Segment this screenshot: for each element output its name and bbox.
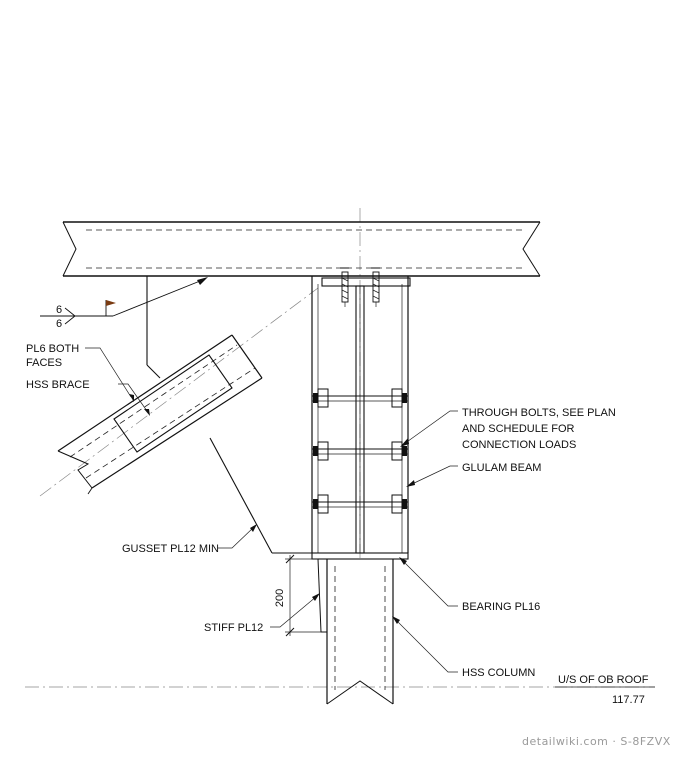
dimension-200-text: 200: [274, 589, 286, 607]
field-weld-flag-icon: [106, 300, 116, 306]
watermark: detailwiki.com · S-8FZVX: [522, 735, 671, 748]
label-bearing: BEARING PL16: [462, 601, 540, 613]
dimension-200: 200: [274, 554, 321, 637]
label-through-bolts-line1: THROUGH BOLTS, SEE PLAN: [462, 407, 616, 419]
weld-size-top: 6: [56, 304, 62, 316]
weld-symbol: 6 6: [40, 277, 208, 330]
label-roof-elevation: 117.77: [612, 694, 645, 706]
through-bolt-row-3: [312, 494, 408, 514]
label-stiff: STIFF PL12: [204, 622, 263, 634]
label-roof: U/S OF OB ROOF: [558, 674, 649, 686]
label-hss-brace: HSS BRACE: [26, 379, 90, 391]
roof-beam: [62, 221, 541, 277]
label-glulam-beam: GLULAM BEAM: [462, 462, 541, 474]
lag-screw-left: [340, 267, 349, 307]
labels: PL6 BOTH FACES HSS BRACE THROUGH BOLTS, …: [26, 343, 649, 706]
through-bolt-row-1: [312, 388, 408, 408]
label-pl6-line2: FACES: [26, 357, 62, 369]
through-bolt-row-2: [312, 441, 408, 461]
lag-screws: [340, 267, 380, 307]
label-through-bolts-line2: AND SCHEDULE FOR: [462, 423, 575, 435]
label-hss-column: HSS COLUMN: [462, 667, 535, 679]
hss-column: [317, 558, 394, 705]
label-gusset: GUSSET PL12 MIN: [122, 543, 219, 555]
label-pl6-line1: PL6 BOTH: [26, 343, 79, 355]
gusset-plate: [146, 276, 312, 554]
glulam-beam: [311, 276, 411, 560]
leaders: [85, 347, 655, 688]
weld-size-bottom: 6: [56, 318, 62, 330]
lag-screw-right: [371, 267, 380, 307]
label-through-bolts-line3: CONNECTION LOADS: [462, 439, 576, 451]
hss-brace: [57, 334, 263, 495]
through-bolts: [312, 388, 408, 514]
